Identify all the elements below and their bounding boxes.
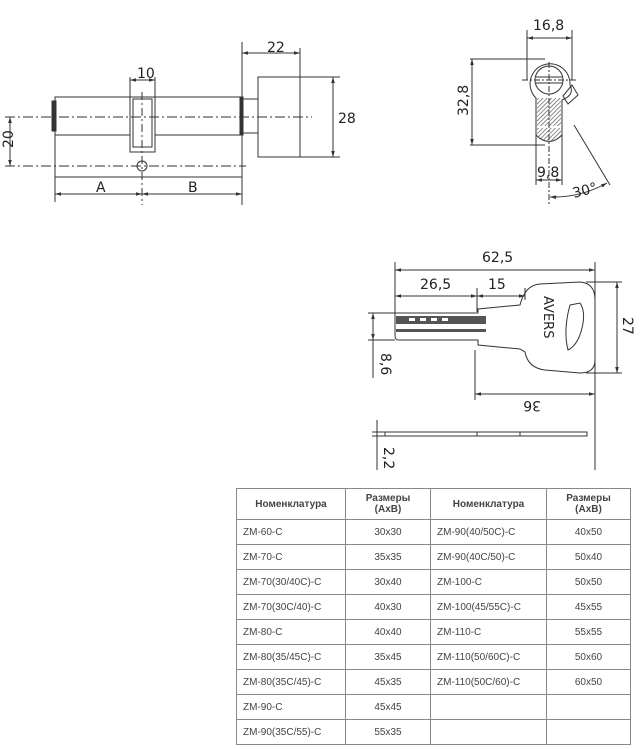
model-cell: ZM-110(50/60C)-C bbox=[430, 644, 547, 670]
size-cell: 55x35 bbox=[345, 719, 431, 745]
model-cell bbox=[430, 694, 547, 720]
size-cell: 40x50 bbox=[546, 519, 631, 545]
model-cell: ZM-90(40C/50)-C bbox=[430, 544, 547, 570]
size-cell: 45x35 bbox=[345, 669, 431, 695]
model-cell: ZM-70-C bbox=[236, 544, 346, 570]
key-brand-logo: AVERS bbox=[540, 296, 555, 338]
size-cell bbox=[546, 719, 631, 745]
cylinder-section-view bbox=[470, 30, 611, 205]
size-cell bbox=[546, 694, 631, 720]
size-cell: 50x40 bbox=[546, 544, 631, 570]
model-cell: ZM-80-C bbox=[236, 619, 346, 645]
size-cell: 50x50 bbox=[546, 569, 631, 595]
dim-36: 36 bbox=[523, 397, 541, 413]
dim-b: B bbox=[188, 180, 198, 196]
dim-26-5: 26,5 bbox=[420, 277, 451, 293]
header-nomenclature: Номенклатура bbox=[430, 488, 547, 520]
sizes-table: Номенклатура Размеры (AxB) Номенклатура … bbox=[236, 488, 631, 745]
dim-10: 10 bbox=[137, 66, 155, 82]
model-cell: ZM-80(35C/45)-C bbox=[236, 669, 346, 695]
size-cell: 50x60 bbox=[546, 644, 631, 670]
dim-8-6: 8,6 bbox=[377, 353, 393, 375]
model-cell: ZM-100(45/55C)-C bbox=[430, 594, 547, 620]
model-cell: ZM-90(40/50C)-C bbox=[430, 519, 547, 545]
size-cell: 30x30 bbox=[345, 519, 431, 545]
model-cell bbox=[430, 719, 547, 745]
model-cell: ZM-90-C bbox=[236, 694, 346, 720]
size-cell: 60x50 bbox=[546, 669, 631, 695]
dim-2-2: 2,2 bbox=[380, 447, 396, 469]
dim-32-8: 32,8 bbox=[456, 85, 472, 116]
cylinder-side-view bbox=[5, 42, 340, 205]
model-cell: ZM-100-C bbox=[430, 569, 547, 595]
size-cell: 55x55 bbox=[546, 619, 631, 645]
dim-20: 20 bbox=[1, 130, 17, 148]
header-sizes: Размеры (AxB) bbox=[345, 488, 431, 520]
size-cell: 30x40 bbox=[345, 569, 431, 595]
size-cell: 40x40 bbox=[345, 619, 431, 645]
table-header-row: Номенклатура Размеры (AxB) Номенклатура … bbox=[236, 488, 631, 520]
key-view bbox=[368, 262, 622, 470]
model-cell: ZM-70(30/40C)-C bbox=[236, 569, 346, 595]
dim-16-8: 16,8 bbox=[533, 18, 564, 34]
header-sizes: Размеры (AxB) bbox=[546, 488, 631, 520]
dim-22: 22 bbox=[267, 40, 285, 56]
dim-27: 27 bbox=[619, 317, 635, 335]
size-cell: 45x45 bbox=[345, 694, 431, 720]
model-cell: ZM-80(35/45C)-C bbox=[236, 644, 346, 670]
dim-15: 15 bbox=[488, 277, 506, 293]
model-cell: ZM-90(35C/55)-C bbox=[236, 719, 346, 745]
dim-9-8: 9,8 bbox=[537, 165, 559, 181]
size-cell: 40x30 bbox=[345, 594, 431, 620]
dim-62-5: 62,5 bbox=[482, 250, 513, 266]
angle-30: 30° bbox=[571, 180, 599, 202]
size-cell: 35x35 bbox=[345, 544, 431, 570]
model-cell: ZM-60-C bbox=[236, 519, 346, 545]
size-cell: 35x45 bbox=[345, 644, 431, 670]
model-cell: ZM-110-C bbox=[430, 619, 547, 645]
size-cell: 45x55 bbox=[546, 594, 631, 620]
header-nomenclature: Номенклатура bbox=[236, 488, 346, 520]
dim-28: 28 bbox=[338, 111, 356, 127]
model-cell: ZM-70(30C/40)-C bbox=[236, 594, 346, 620]
model-cell: ZM-110(50C/60)-C bbox=[430, 669, 547, 695]
dim-a: A bbox=[96, 180, 106, 196]
